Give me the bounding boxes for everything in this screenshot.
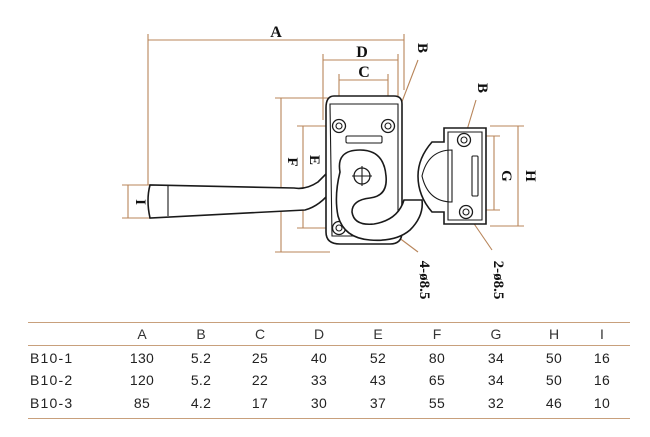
cam-hook xyxy=(335,149,424,242)
table-bottom-rule xyxy=(28,418,630,419)
cell-d: 40 xyxy=(310,350,328,366)
dim-label-i: I xyxy=(132,199,148,205)
cell-f: 65 xyxy=(428,372,446,388)
cell-c: 22 xyxy=(251,372,269,388)
cell-g: 34 xyxy=(487,350,505,366)
dim-label-h: H xyxy=(522,170,538,182)
table-row: B10-1 130 5.2 25 40 52 80 34 50 16 xyxy=(28,347,630,369)
dim-label-f: F xyxy=(284,157,300,166)
mount-hole-top-right xyxy=(380,118,396,134)
keeper-hole-bottom xyxy=(458,204,474,220)
col-header-a: A xyxy=(137,326,147,342)
hole-label-left: 4-ø8.5 xyxy=(416,261,432,300)
cell-f: 80 xyxy=(428,350,446,366)
dim-label-b-left: B xyxy=(414,43,430,53)
table-header-rule xyxy=(28,345,630,346)
dim-label-c: C xyxy=(358,64,370,81)
cell-g: 32 xyxy=(487,395,505,411)
table-row: B10-3 85 4.2 17 30 37 55 32 46 10 xyxy=(28,392,630,414)
cell-a: 85 xyxy=(133,395,151,411)
col-header-f: F xyxy=(432,326,442,342)
cell-a: 130 xyxy=(129,350,155,366)
dim-label-e: E xyxy=(306,155,322,165)
cell-i: 16 xyxy=(593,350,611,366)
cell-b: 5.2 xyxy=(190,372,212,388)
model-cell: B10-2 xyxy=(30,372,74,388)
col-header-g: G xyxy=(490,326,502,342)
keeper-plate xyxy=(417,127,487,225)
dimension-labels: A D C B B F E I G H 4-ø8.5 2-ø8.5 xyxy=(132,24,538,299)
dim-label-b-right: B xyxy=(474,83,490,93)
cell-i: 10 xyxy=(593,395,611,411)
col-header-c: C xyxy=(254,326,266,342)
cell-d: 33 xyxy=(310,372,328,388)
col-header-i: I xyxy=(600,326,604,342)
cell-c: 17 xyxy=(251,395,269,411)
table-top-rule xyxy=(28,322,630,323)
cell-e: 43 xyxy=(369,372,387,388)
cell-i: 16 xyxy=(593,372,611,388)
cell-g: 34 xyxy=(487,372,505,388)
latch-drawing: A D C B B F E I G H 4-ø8.5 2-ø8.5 xyxy=(122,24,538,299)
cell-h: 46 xyxy=(545,395,563,411)
dim-label-a: A xyxy=(270,24,282,41)
model-cell: B10-3 xyxy=(30,395,74,411)
dim-label-d: D xyxy=(356,44,368,61)
table-row: B10-2 120 5.2 22 33 43 65 34 50 16 xyxy=(28,369,630,391)
keeper-hole-top xyxy=(456,132,472,148)
cell-f: 55 xyxy=(428,395,446,411)
cell-a: 120 xyxy=(129,372,155,388)
cell-e: 52 xyxy=(369,350,387,366)
cell-e: 37 xyxy=(369,395,387,411)
col-header-d: D xyxy=(313,326,325,342)
mount-hole-top-left xyxy=(331,118,347,134)
cell-c: 25 xyxy=(251,350,269,366)
cell-h: 50 xyxy=(545,372,563,388)
cell-b: 5.2 xyxy=(190,350,212,366)
col-header-e: E xyxy=(373,326,383,342)
hole-label-right: 2-ø8.5 xyxy=(490,261,506,300)
lever-handle xyxy=(147,157,358,219)
col-header-h: H xyxy=(548,326,560,342)
model-cell: B10-1 xyxy=(30,350,74,366)
cell-h: 50 xyxy=(545,350,563,366)
cell-b: 4.2 xyxy=(190,395,212,411)
dim-label-g: G xyxy=(498,170,514,182)
col-header-b: B xyxy=(196,326,206,342)
cell-d: 30 xyxy=(310,395,328,411)
